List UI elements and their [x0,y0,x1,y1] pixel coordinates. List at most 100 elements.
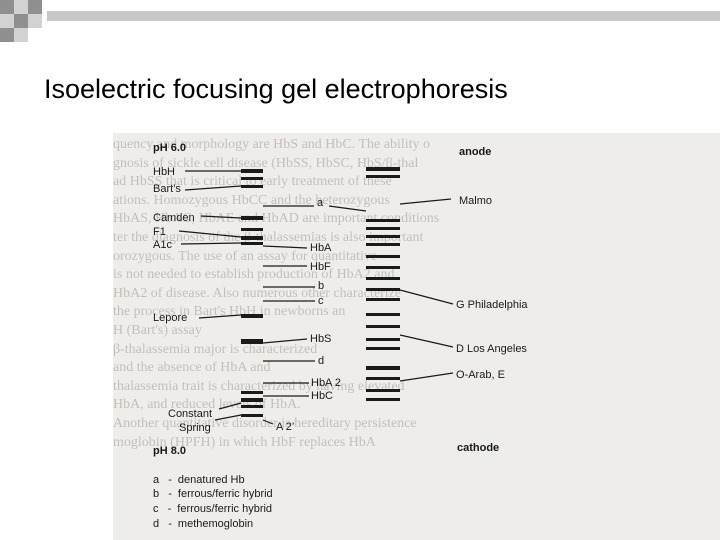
leader-line [262,419,274,425]
leader-line [200,215,242,219]
decor-square [14,28,28,42]
gel-band [241,398,263,402]
gel-band [366,389,400,392]
band-label-barts: Bart’s [153,183,181,195]
background-text-line: HbA2 of disease. Also numerous other cha… [113,285,402,301]
band-label-d: d [318,355,325,367]
legend-separator: - [168,488,172,500]
leader-line [399,372,454,382]
legend-text: methemoglobin [177,518,254,530]
leader-line [180,242,242,245]
legend-key: c [153,503,159,515]
background-text-line: HbAS, HbAC, HbAE and HbAD are important … [113,211,440,227]
band-label-hbs: HbS [310,333,332,345]
band-label-hbf: HbF [310,261,331,273]
gel-band [366,167,400,171]
band-label-spring: Spring [179,422,211,434]
legend-text: ferrous/ferric hybrid [177,503,273,515]
gel-band [366,325,400,328]
gel-band [366,313,400,316]
anode-label: anode [459,146,492,158]
legend-item: d - methemoglobin [153,518,253,530]
background-text-line: quency and morphology are HbS and HbC. T… [113,137,431,152]
band-label-d-los-angeles: D Los Angeles [456,343,527,355]
background-text-line: β-thalassemia major is characterized [113,341,318,357]
leader-line [399,289,454,305]
leader-line [198,314,242,319]
background-text-line: ations. Homozygous HbCC and the heterozy… [113,192,390,208]
gel-band [241,339,263,344]
gel-band [241,236,263,240]
gel-band [366,175,400,178]
background-text-line: moglobin (HPFH) in which HbF replaces Hb… [113,434,376,450]
legend-key: a [153,474,160,486]
gel-band [366,227,400,230]
ph-top-label: pH 6.0 [153,142,187,154]
gel-band [366,243,400,246]
gel-band [366,398,400,401]
legend-key: d [153,518,160,530]
slide-title: Isoelectric focusing gel electrophoresis [44,74,508,104]
legend-separator: - [168,474,172,486]
background-text-line: is not needed to establish production of… [113,267,395,283]
legend-item: b - ferrous/ferric hybrid [153,488,273,500]
decor-square [0,0,14,14]
background-text-line: ter the diagnosis of the β-thalassemias … [113,229,424,245]
cathode-label: cathode [457,442,500,454]
leader-line [218,402,242,410]
band-label-hbc: HbC [311,390,334,402]
background-scan-text: quency and morphology are HbS and HbC. T… [113,136,720,452]
leader-line [399,334,454,348]
gel-band [366,338,400,341]
band-label-constant: Constant [168,408,213,420]
band-label-malmo: Malmo [459,195,493,207]
band-label-a1c: A1c [153,239,172,251]
band-label-f1: F1 [153,226,166,238]
gel-diagram [178,167,454,425]
decor-square [28,14,42,28]
gel-band [366,255,400,258]
band-label-hba2: HbA 2 [311,377,341,389]
band-label-camden: Camden [153,212,195,224]
leader-line [184,185,242,191]
scanned-figure: quency and morphology are HbS and HbC. T… [113,133,720,540]
band-label-a: a [317,197,324,209]
band-label-o-arab-e: O-Arab, E [456,369,505,381]
background-text-line: H (Bart's) assay [113,322,202,338]
decor-square [14,14,28,28]
band-label-b: b [318,280,325,292]
band-label-c: c [318,295,324,307]
band-label-hbh: HbH [153,166,176,178]
gel-band [366,298,400,301]
background-text-line: Another quantitative disorder is heredit… [113,415,417,431]
legend-text: ferrous/ferric hybrid [177,488,273,500]
gel-band [366,219,400,222]
gel-band [241,314,263,318]
background-text-line: orozygous. The use of an assay for quant… [113,248,378,264]
legend-item: c - ferrous/ferric hybrid [153,503,272,515]
gel-band [366,366,400,370]
leader-line [214,414,242,421]
gel-band [241,242,263,245]
header-bar [47,11,720,21]
gel-band [241,414,263,417]
gel-band [366,235,400,238]
decor-square [28,0,42,14]
gel-band [241,169,263,173]
band-label-g-philadelphia: G Philadelphia [456,299,528,311]
background-text-line: the process in Bart's HbH in newborns an [113,304,346,320]
leader-line [262,245,308,249]
decor-square [0,14,14,28]
background-text-line: gnosis of sickle cell disease (HbSS, HbS… [113,155,419,171]
gel-band [241,216,263,220]
gel-band [366,288,400,291]
gel-band [366,377,400,380]
leader-line [328,205,367,212]
legend-text: denatured Hb [177,474,245,486]
ph-bottom-label: pH 8.0 [153,445,187,457]
background-text-line: thalassemia trait is characterized by ha… [113,378,405,394]
legend-item: a - denatured Hb [153,474,245,486]
leader-line [262,338,308,344]
background-text-line: and the absence of HbA and [113,360,271,376]
decor-square [0,28,14,42]
